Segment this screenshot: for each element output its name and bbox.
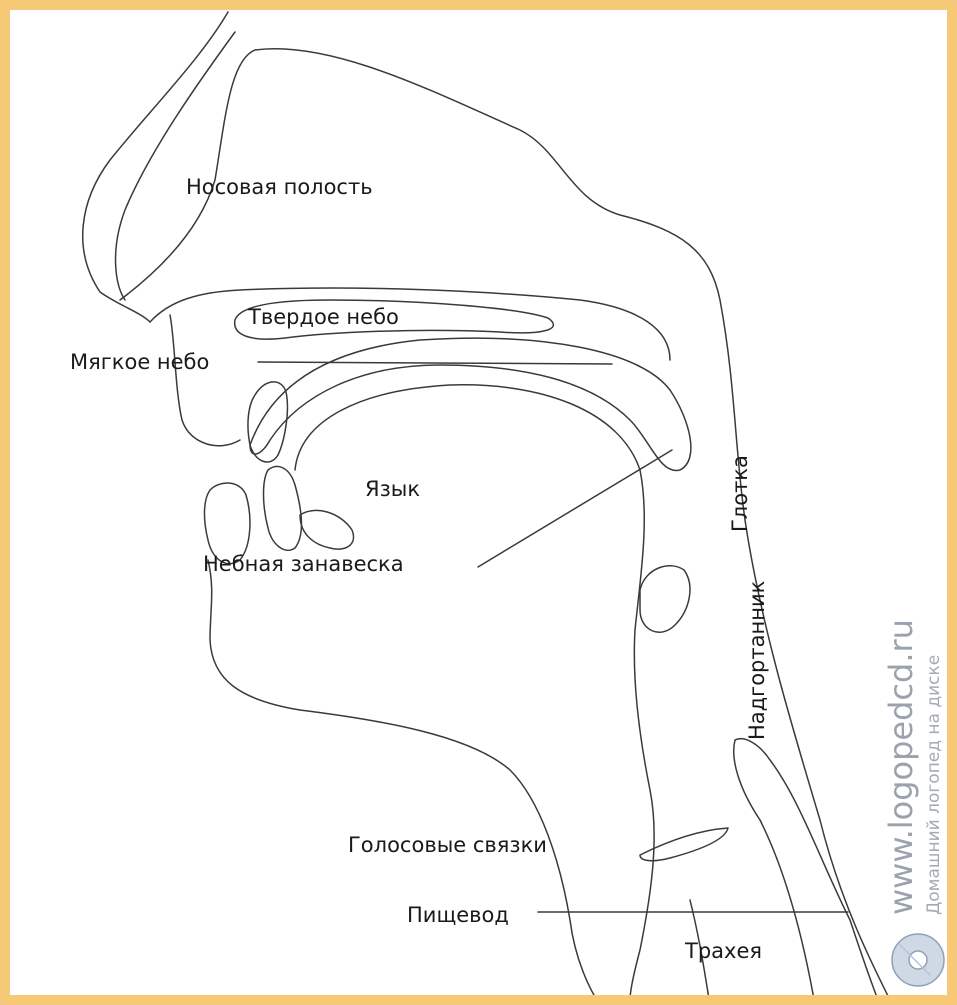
watermark-tagline: Домашний логопед на диске — [924, 655, 944, 915]
watermark-site: www.logopedcd.ru — [882, 619, 920, 915]
nose-outline — [83, 12, 228, 322]
label-vocal-cords: Голосовые связки — [348, 833, 547, 857]
watermark-disc-icon — [892, 934, 944, 986]
epiglottis-shape — [640, 566, 690, 632]
label-esophagus: Пищевод — [407, 903, 509, 927]
soft-palate-curve — [250, 338, 691, 470]
label-nasal-cavity: Носовая полость — [186, 175, 373, 199]
label-tongue: Язык — [365, 477, 420, 501]
label-velum: Небная занавеска — [203, 552, 404, 576]
leader-soft-palate — [258, 362, 612, 364]
nasal-floor — [170, 315, 240, 446]
lower-tooth-right — [264, 466, 302, 550]
label-pharynx: Глотка — [728, 455, 752, 532]
chin-outline — [208, 560, 600, 1005]
label-hard-palate: Твердое небо — [248, 305, 399, 329]
larynx-back — [734, 740, 815, 1005]
lower-gum — [300, 510, 353, 549]
label-soft-palate: Мягкое небо — [70, 350, 209, 374]
label-epiglottis: Надгортанник — [745, 581, 769, 740]
label-trachea: Трахея — [685, 939, 762, 963]
